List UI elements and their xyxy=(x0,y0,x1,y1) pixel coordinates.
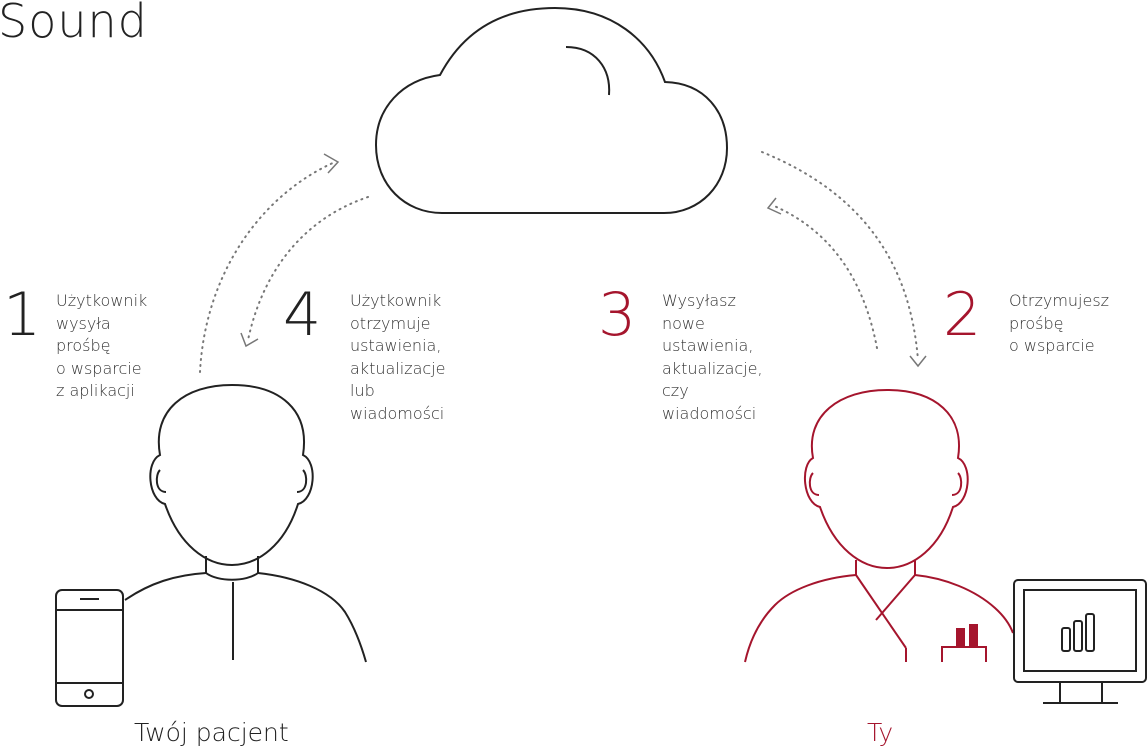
arrow-head-2 xyxy=(909,355,927,368)
patient-label: Twój pacjent xyxy=(134,718,289,747)
step-2-text: Otrzymujesz prośbę o wsparcie xyxy=(1009,291,1110,355)
arrow-head-3 xyxy=(766,197,782,215)
step-1-number: 1 xyxy=(3,280,42,350)
step-3-text: Wysyłasz nowe ustawienia, aktualizacje, … xyxy=(662,291,763,423)
step-3-number: 3 xyxy=(598,280,637,350)
step-4-text: Użytkownik otrzymuje ustawienia, aktuali… xyxy=(350,291,446,423)
phone-icon xyxy=(55,589,124,707)
monitor-icon xyxy=(1013,579,1147,704)
you-label: Ty xyxy=(867,718,894,747)
you-figure xyxy=(744,388,1014,663)
pens-in-pocket-icon xyxy=(956,624,978,647)
step-4-number: 4 xyxy=(283,280,322,350)
arrow-head-1 xyxy=(323,153,340,174)
cloud-inner-curve xyxy=(565,46,611,96)
arrow-cloud-to-patient xyxy=(247,196,369,341)
arrow-patient-to-cloud xyxy=(199,161,336,373)
arrow-you-to-cloud xyxy=(771,204,878,349)
arrow-cloud-to-you xyxy=(761,151,919,361)
arrow-head-4 xyxy=(240,332,259,348)
cloud-icon xyxy=(374,6,729,214)
brand-logo-text: Sound xyxy=(0,0,148,48)
patient-figure xyxy=(124,383,367,663)
step-1-text: Użytkownik wysyła prośbę o wsparcie z ap… xyxy=(56,291,148,400)
step-2-number: 2 xyxy=(943,280,982,350)
